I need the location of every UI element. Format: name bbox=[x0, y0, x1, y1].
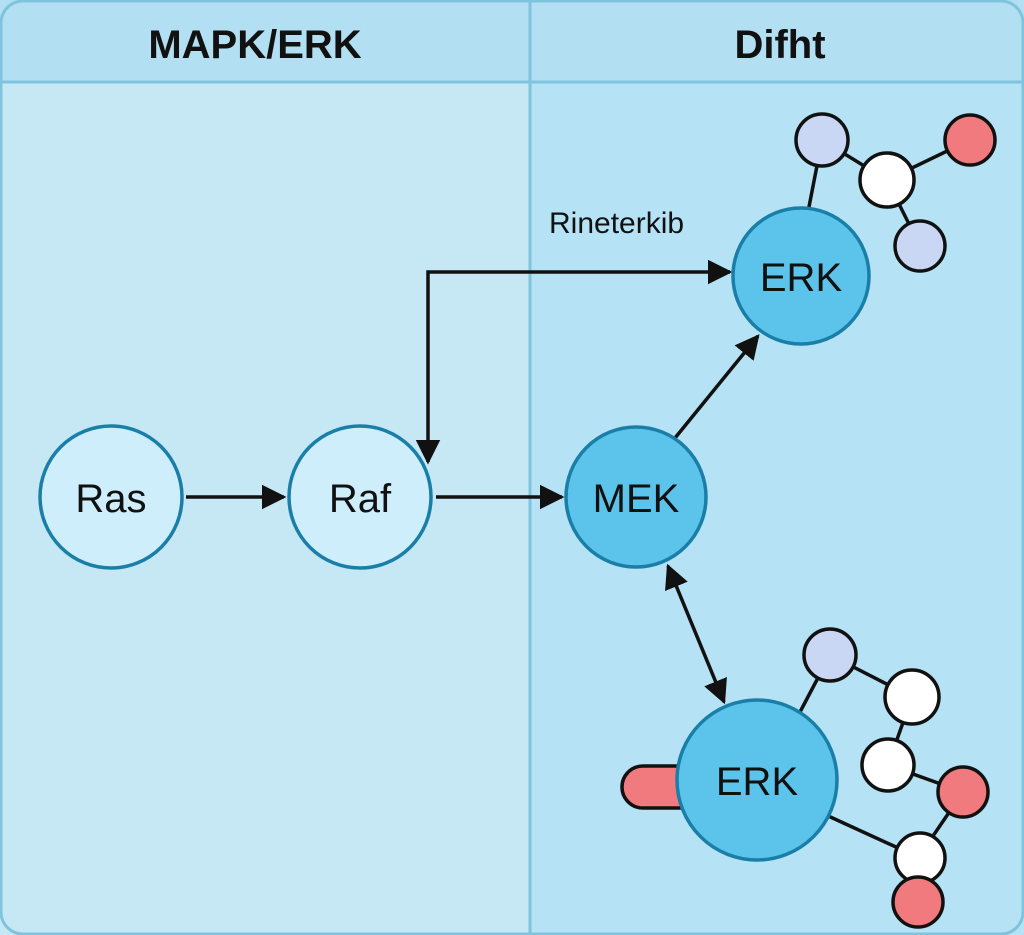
node-erk-top: ERK bbox=[731, 206, 871, 346]
edge-mek-erk-top bbox=[673, 334, 760, 440]
molecule-atom bbox=[802, 627, 858, 683]
molecule-atom bbox=[860, 737, 916, 793]
molecule-atom bbox=[893, 219, 947, 273]
node-raf-label: Raf bbox=[329, 477, 392, 521]
edge-label-rineterkib: Rineterkib bbox=[549, 207, 684, 240]
edge-mek-erk-bottom bbox=[665, 563, 727, 705]
edge-raf-erk-top bbox=[415, 259, 733, 465]
node-erk-bottom: ERK bbox=[675, 698, 839, 862]
molecule-atom bbox=[794, 112, 850, 168]
molecule-atom bbox=[891, 875, 945, 929]
molecule-top bbox=[794, 112, 997, 273]
molecule-atom bbox=[936, 765, 990, 819]
molecule-atom bbox=[883, 668, 941, 726]
molecule-atom bbox=[943, 113, 997, 167]
node-erk-bottom-label: ERK bbox=[716, 760, 799, 804]
node-mek: MEK bbox=[564, 425, 708, 569]
right-panel-title: Difht bbox=[734, 23, 825, 67]
node-ras-label: Ras bbox=[75, 477, 146, 521]
node-erk-top-label: ERK bbox=[760, 256, 843, 300]
node-ras: Ras bbox=[38, 424, 184, 570]
node-mek-label: MEK bbox=[593, 477, 680, 521]
node-raf: Raf bbox=[287, 424, 433, 570]
left-panel-title: MAPK/ERK bbox=[148, 23, 361, 67]
molecule-atom bbox=[858, 151, 916, 209]
header-bar bbox=[0, 0, 1024, 82]
